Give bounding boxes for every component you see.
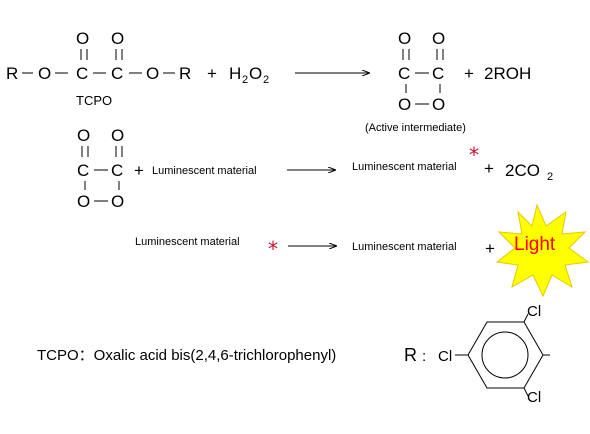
luminescent-reactant-label: Luminescent material	[152, 165, 257, 177]
svg-text:O: O	[398, 95, 411, 114]
hydrogen-peroxide: H 2 O 2	[229, 64, 269, 86]
light-burst-icon	[495, 203, 590, 298]
carbonyl-o-2: O	[111, 29, 124, 48]
svg-text:O: O	[111, 126, 124, 145]
svg-text:O: O	[111, 192, 124, 211]
plus-3: +	[134, 161, 144, 180]
svg-text:O: O	[398, 29, 411, 48]
active-intermediate-structure: O O C C O O	[398, 29, 445, 114]
tcpo-definition: TCPO：Oxalic acid bis(2,4,6-trichlorophen…	[37, 347, 336, 364]
cl-left: Cl	[438, 348, 452, 365]
plus-1: +	[207, 64, 217, 83]
luminescent-ground-label: Luminescent material	[352, 241, 457, 253]
svg-text:2: 2	[242, 74, 248, 86]
svg-text:H: H	[229, 64, 241, 83]
carbon-2: C	[111, 64, 123, 83]
trichlorophenyl-ring	[455, 313, 550, 397]
luminescent-excited-label: Luminescent material	[352, 161, 457, 173]
svg-text:C: C	[432, 64, 444, 83]
r-group-label: R	[404, 345, 417, 365]
cl-bottom: Cl	[527, 389, 541, 406]
r-left: R	[6, 64, 18, 83]
active-intermediate-label: (Active intermediate)	[365, 122, 466, 134]
tcpo-label: TCPO	[76, 93, 112, 108]
svg-text:2: 2	[263, 74, 269, 86]
svg-text:O: O	[77, 192, 90, 211]
plus-5: +	[485, 239, 495, 258]
svg-text:C: C	[77, 161, 89, 180]
carbonyl-o-1: O	[76, 29, 89, 48]
svg-text:O: O	[249, 64, 262, 83]
svg-text:2CO: 2CO	[505, 161, 540, 180]
svg-text:O: O	[432, 29, 445, 48]
excited-star: *	[469, 143, 479, 167]
intermediate-reactant-structure: O O C C O O	[77, 126, 124, 211]
svg-text:2: 2	[547, 171, 553, 183]
luminescent-excited-reactant-label: Luminescent material	[135, 236, 240, 248]
o-ester-right: O	[146, 64, 159, 83]
svg-text:O: O	[77, 126, 90, 145]
r-group-colon: :	[422, 348, 426, 365]
carbon-1: C	[76, 64, 88, 83]
carbon-dioxide: 2CO 2	[505, 161, 553, 183]
light-label: Light	[514, 234, 556, 255]
o-ester-left: O	[38, 64, 51, 83]
svg-text:C: C	[398, 64, 410, 83]
reactant-star: *	[268, 237, 278, 261]
svg-text:C: C	[111, 161, 123, 180]
r-right: R	[179, 64, 191, 83]
svg-text:O: O	[432, 95, 445, 114]
tcpo-structure: R O C O C O O R TCPO	[6, 29, 191, 108]
plus-2: +	[464, 64, 474, 83]
plus-4: +	[484, 159, 494, 178]
roh-product: 2ROH	[484, 64, 531, 83]
cl-top: Cl	[527, 303, 541, 320]
